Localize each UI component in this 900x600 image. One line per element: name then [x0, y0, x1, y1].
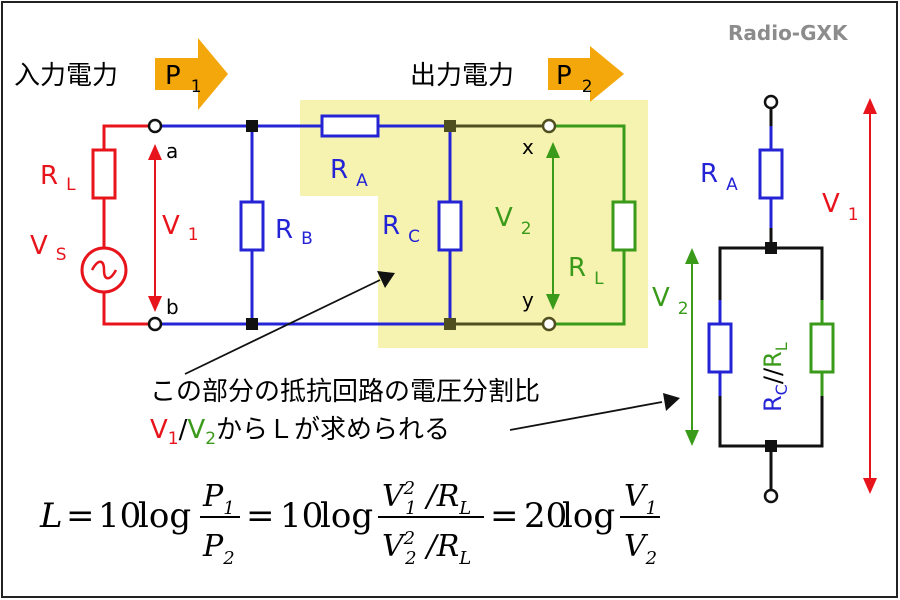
junction-bottom-right: [444, 318, 456, 330]
highlight-region: [300, 100, 648, 348]
node-y-label: y: [522, 288, 534, 312]
load-circuit: [555, 124, 637, 326]
formula-eq-1: =: [66, 496, 95, 536]
eq-parallel-box: [718, 246, 824, 448]
eq-terminal-top: [763, 94, 779, 110]
node-a-label: a: [166, 139, 178, 163]
node-x-label: x: [522, 135, 534, 159]
formula-coef-10a: 10: [98, 496, 141, 536]
v1-measure-arrow: [148, 144, 162, 312]
source-circuit: [80, 124, 150, 326]
annotation-line1: この部分の抵抗回路の電圧分割比: [150, 377, 540, 407]
eq-v2-arrow: [685, 248, 699, 446]
eq-junction-bottom: [765, 440, 777, 452]
formula-log-2: log: [320, 496, 373, 536]
eq-resistor-rc: [707, 322, 733, 374]
terminal-y: [541, 316, 557, 332]
equivalent-circuit: [707, 94, 835, 504]
formula-p1: P1: [202, 479, 235, 519]
resistor-rc: [437, 200, 463, 252]
formula-log-3: log: [562, 496, 615, 536]
junction-top-left: [246, 120, 258, 132]
attenuator-wiring: [160, 124, 452, 326]
terminal-x: [541, 118, 557, 134]
input-power-label: 入力電力: [14, 61, 118, 91]
eq-terminal-bottom: [763, 488, 779, 504]
v2-measure-arrow: [546, 142, 560, 310]
terminal-a: [147, 118, 163, 134]
eq-resistor-ra: [758, 148, 784, 200]
annotation-line2: V1/V2からＬが求められる: [150, 415, 450, 449]
eq-v1-arrow: [863, 98, 877, 494]
output-wiring: [456, 124, 543, 326]
formula-v2: V2: [624, 529, 657, 569]
eq-parallel-label: RC//RL: [759, 342, 791, 412]
output-power-arrow: [548, 46, 624, 102]
formula-eq-2: =: [246, 496, 275, 536]
annotation-arrows: [184, 271, 680, 431]
watermark: Radio-GXK: [728, 21, 849, 45]
output-power-label: 出力電力: [410, 61, 514, 91]
eq-resistor-rl: [809, 322, 835, 374]
formula-v1: V1: [624, 479, 657, 519]
junction-top-right: [444, 120, 456, 132]
formula-log-1: log: [138, 496, 191, 536]
input-power-arrow: [155, 38, 228, 110]
terminal-b: [147, 316, 163, 332]
formula-L: L: [39, 496, 63, 536]
formula-eq-3: =: [490, 496, 519, 536]
resistor-rb: [239, 200, 265, 252]
formula-p2: P2: [202, 529, 235, 569]
resistor-ra: [320, 114, 380, 138]
junction-bottom-left: [246, 318, 258, 330]
node-b-label: b: [166, 295, 179, 319]
formula-coef-10b: 10: [280, 496, 323, 536]
formula-coef-20: 20: [524, 496, 567, 536]
